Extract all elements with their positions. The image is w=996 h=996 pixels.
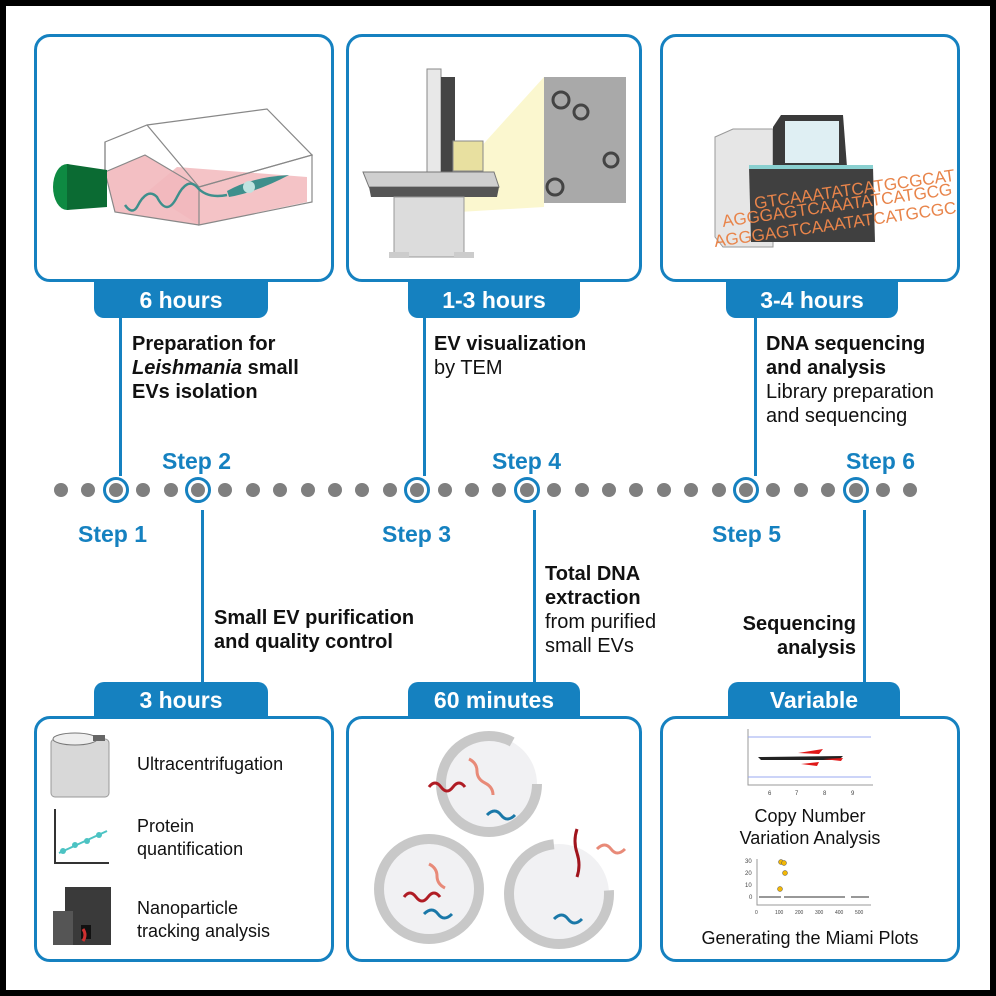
protocol-timeline-figure: 6 hours 1-3 hours GTCAAATAT (6, 6, 990, 990)
lysed-vesicles-illustration (374, 731, 627, 949)
timeline-step-marker (513, 477, 540, 503)
step5-description: DNA sequencing and analysis Library prep… (766, 333, 934, 427)
svg-text:9: 9 (851, 791, 855, 797)
miami-plot-caption: Generating the Miami Plots (701, 928, 919, 948)
timeline-step-marker (733, 477, 759, 503)
connector-step6 (863, 510, 866, 682)
svg-text:10: 10 (745, 883, 752, 889)
timeline-dot (602, 483, 616, 497)
panel-step1 (34, 34, 334, 282)
panel-step4 (346, 716, 642, 962)
timeline-dot (355, 483, 370, 497)
nanoparticle-tracking-label: Nanoparticle tracking analysis (137, 898, 271, 941)
protein-quantification-label: Protein quantification (137, 816, 244, 859)
timeline-dot (547, 483, 562, 497)
step-label-2: Step 2 (162, 448, 232, 474)
duration-badge-step3: 1-3 hours (408, 282, 580, 318)
timeline-dot (684, 483, 699, 497)
svg-text:200: 200 (795, 910, 804, 916)
timeline-dot (163, 483, 178, 497)
svg-text:7: 7 (795, 791, 799, 797)
vesicle-icon-right (504, 828, 627, 949)
timeline-dot (273, 483, 288, 497)
svg-text:0: 0 (755, 910, 758, 916)
nanoparticle-tracker-icon (53, 887, 111, 945)
duration-badge-step4: 60 minutes (408, 682, 580, 718)
timeline-dot (437, 483, 452, 497)
cnv-x-ticks: 6 7 8 9 (768, 791, 855, 797)
timeline-dot (629, 483, 644, 497)
duration-badge-step1: 6 hours (94, 282, 268, 318)
timeline-step-marker (185, 477, 211, 503)
panel-step2: Ultracentrifugation Protein quantificati… (34, 716, 334, 962)
timeline-step-marker (102, 477, 129, 503)
timeline-dot (382, 483, 397, 497)
svg-text:20: 20 (745, 871, 752, 877)
timeline-dot (876, 483, 890, 497)
timeline-dot (465, 483, 479, 497)
duration-badge-step5: 3-4 hours (726, 282, 898, 318)
svg-text:0: 0 (749, 895, 753, 901)
timeline-dot (300, 483, 315, 497)
vesicle-icon-left (374, 834, 484, 944)
timeline-dot (218, 483, 233, 497)
miami-plot-thumbnail: 30 20 10 0 0 100 200 300 400 500 (745, 859, 871, 916)
timeline-dot (245, 483, 260, 497)
svg-text:300: 300 (815, 910, 824, 916)
connector-step1 (119, 318, 122, 476)
duration-badge-step2: 3 hours (94, 682, 268, 718)
step-label-3: Step 3 (382, 521, 452, 547)
timeline-dot (656, 483, 671, 497)
step-label-4: Step 4 (492, 448, 562, 474)
timeline-dot (81, 483, 96, 497)
step-label-5: Step 5 (712, 521, 782, 547)
timeline-step-marker (404, 477, 431, 503)
timeline-dot (54, 483, 68, 497)
svg-text:500: 500 (855, 910, 864, 916)
step1-description: Preparation for Leishmania small EVs iso… (132, 333, 299, 403)
timeline-dot (821, 483, 836, 497)
step-label-1: Step 1 (78, 521, 148, 547)
timeline-dot (574, 483, 589, 497)
step4-description: Total DNA extraction from purified small… (545, 563, 657, 657)
timeline-dot (903, 483, 918, 497)
timeline-dot (711, 483, 726, 497)
cnv-caption: Copy Number Variation Analysis (739, 806, 881, 848)
step2-description: Small EV purification and quality contro… (214, 607, 415, 653)
step6-description: Sequencing analysis (742, 613, 856, 659)
svg-text:100: 100 (775, 910, 784, 916)
connector-step3 (423, 318, 426, 476)
svg-text:400: 400 (835, 910, 844, 916)
culture-flask-illustration (53, 108, 314, 226)
ultracentrifugation-label: Ultracentrifugation (137, 754, 284, 774)
connector-step5 (754, 318, 757, 476)
timeline-dot (766, 483, 781, 497)
step3-description: EV visualization by TEM (434, 333, 587, 379)
svg-text:8: 8 (823, 791, 827, 797)
svg-text:30: 30 (745, 859, 752, 865)
timeline-dot (492, 483, 507, 497)
vesicle-icon-top (427, 731, 542, 837)
step-label-6: Step 6 (846, 448, 916, 474)
standard-curve-icon (54, 809, 109, 864)
timeline-dot (328, 483, 342, 497)
connector-step2 (201, 510, 204, 682)
timeline-dot (793, 483, 808, 497)
svg-text:6: 6 (768, 791, 772, 797)
ultracentrifuge-icon (50, 732, 110, 798)
panel-step6: 6 7 8 9 Copy Number Variation Analysis 3… (660, 716, 960, 962)
panel-step3 (346, 34, 642, 282)
cnv-plot-thumbnail: 6 7 8 9 (747, 729, 873, 797)
duration-badge-step6: Variable (728, 682, 900, 718)
panel-step5: GTCAAATATCATGCGCAT AGGGAGTCAAATATCATGCG … (660, 34, 978, 282)
timeline-step-marker (842, 477, 869, 503)
tem-microscope-illustration (362, 68, 626, 258)
connector-step4 (533, 510, 536, 682)
timeline-dot (136, 483, 151, 497)
dna-sequencer-illustration: GTCAAATATCATGCGCAT AGGGAGTCAAATATCATGCG … (713, 115, 978, 251)
